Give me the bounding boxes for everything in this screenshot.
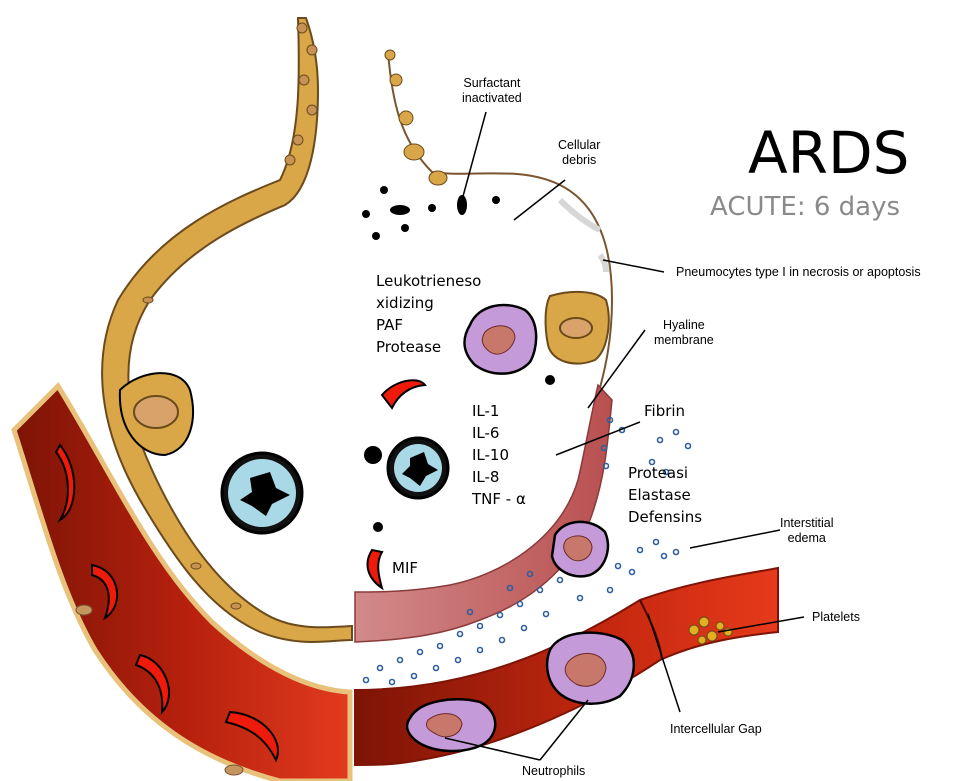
label-fibrin: Fibrin [644,400,685,422]
alveolar-macrophage [222,453,302,533]
neutrophil [407,699,495,751]
label-intercellular-gap: Intercellular Gap [670,722,762,737]
mediators-list: Leukotrieneso xidizing PAF Protease [376,270,481,358]
neutrophil [552,522,608,576]
protease-item: Elastase [628,484,702,506]
cytokine-item: TNF - α [472,488,526,510]
mediator-item: Leukotrieneso [376,270,481,292]
label-platelets: Platelets [812,610,860,625]
diagram-subtitle: ACUTE: 6 days [710,190,900,224]
protease-item: Proteasi [628,462,702,484]
protease-item: Defensins [628,506,702,528]
cytokines-list: IL-1 IL-6 IL-10 IL-8 TNF - α [472,400,526,510]
alveolar-macrophage [388,438,448,498]
label-pneumocytes: Pneumocytes type I in necrosis or apopto… [676,265,921,280]
mediator-item: xidizing [376,292,481,314]
label-neutrophils: Neutrophils [522,764,585,779]
cytokine-item: IL-10 [472,444,526,466]
free-red-blood-cell [382,380,425,408]
free-red-blood-cell [367,550,382,588]
cytokine-item: IL-6 [472,422,526,444]
cytokine-item: IL-8 [472,466,526,488]
label-mif: MIF [392,557,418,579]
proteases-list: Proteasi Elastase Defensins [628,462,702,528]
neutrophil [547,633,634,704]
mediator-item: PAF [376,314,481,336]
cytokine-item: IL-1 [472,400,526,422]
mediator-item: Protease [376,336,481,358]
diagram-title: ARDS [748,118,909,188]
